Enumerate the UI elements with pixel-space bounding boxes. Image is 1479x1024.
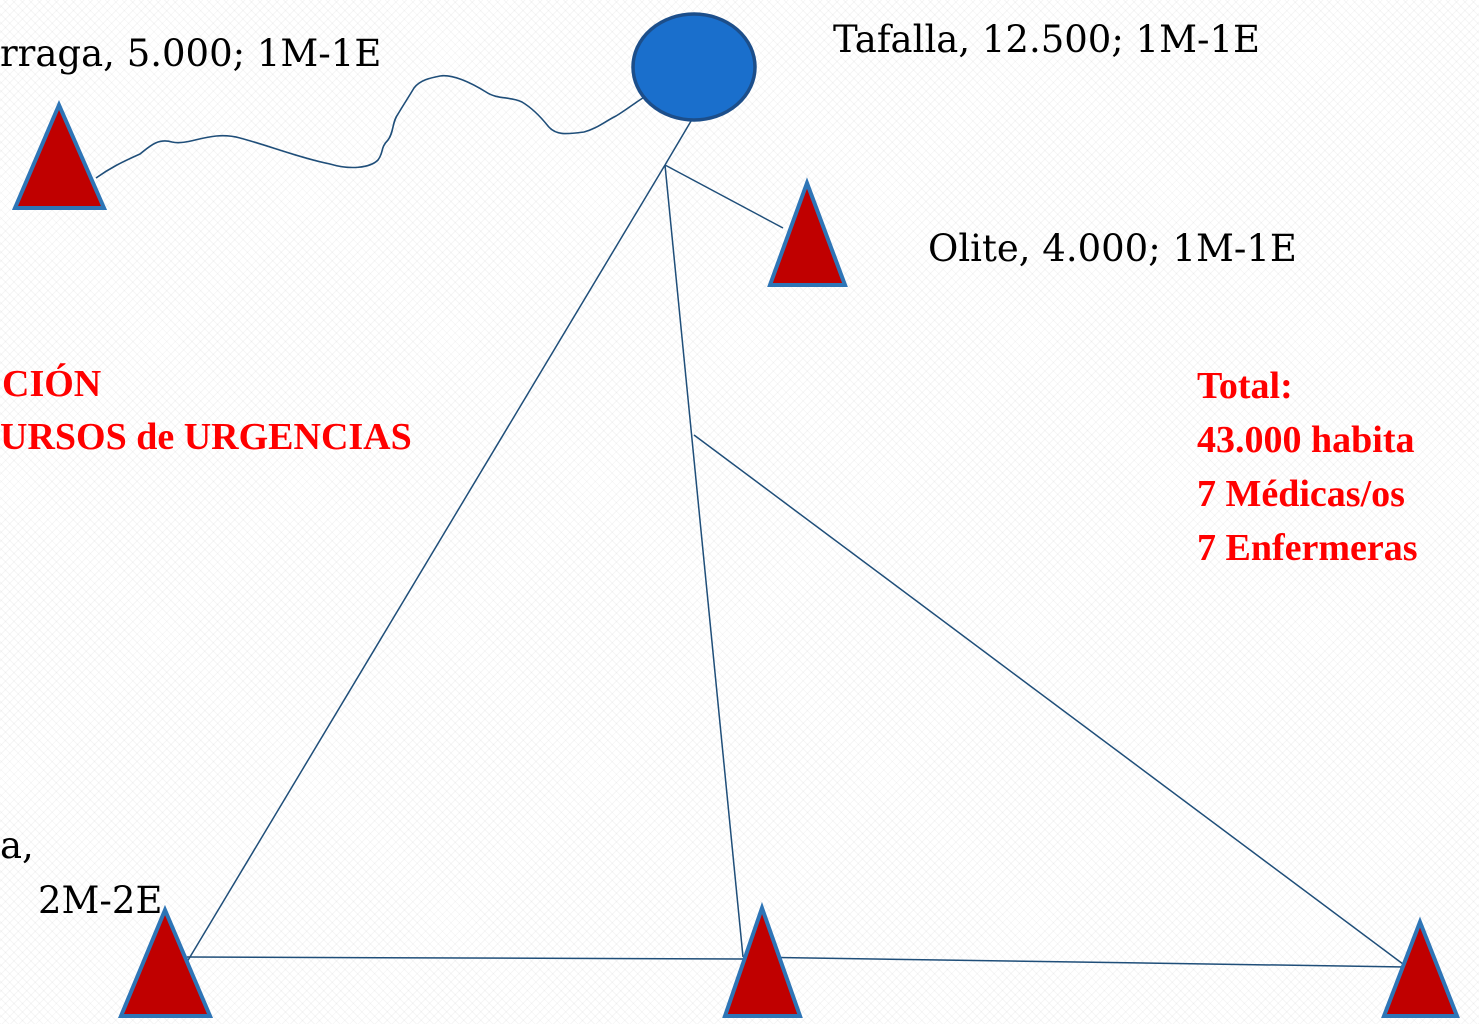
winding-road (95, 74, 647, 179)
tafalla-label: Tafalla, 12.500; 1M-1E (833, 18, 1261, 61)
larraga-label: rraga, 5.000; 1M-1E (0, 32, 382, 75)
line-junction-olite (664, 164, 784, 229)
tafalla-node (631, 12, 757, 122)
totals-doctors: 7 Médicas/os (1197, 473, 1405, 515)
line-bottom-middle-right (742, 956, 1408, 968)
totals-nurses: 7 Enfermeras (1197, 527, 1418, 569)
heading: CIÓN URSOS de URGENCIAS (0, 360, 412, 461)
bottom-middle-node (722, 901, 803, 1018)
line-junction-bottom-left (186, 164, 666, 963)
line-bottom-left-middle (186, 956, 744, 960)
larraga-node (11, 99, 108, 210)
olite-node (767, 177, 848, 287)
bottom-left-label-line2: 2M-2E (38, 879, 163, 922)
heading-line2: URSOS de URGENCIAS (0, 416, 412, 458)
olite-label: Olite, 4.000; 1M-1E (928, 227, 1297, 270)
totals-block: Total: 43.000 habita 7 Médicas/os 7 Enfe… (1197, 362, 1418, 572)
line-tafalla-junction (664, 115, 695, 166)
bottom-left-label-line1: a, (0, 824, 34, 867)
line-junction-bottom-middle (664, 164, 744, 958)
bottom-left-node (118, 904, 214, 1018)
bottom-right-node (1381, 916, 1460, 1018)
totals-inhabitants: 43.000 habita (1197, 419, 1415, 461)
totals-title: Total: (1197, 365, 1293, 407)
line-branch-bottom-right (693, 434, 1408, 968)
heading-line1: CIÓN (2, 363, 102, 405)
